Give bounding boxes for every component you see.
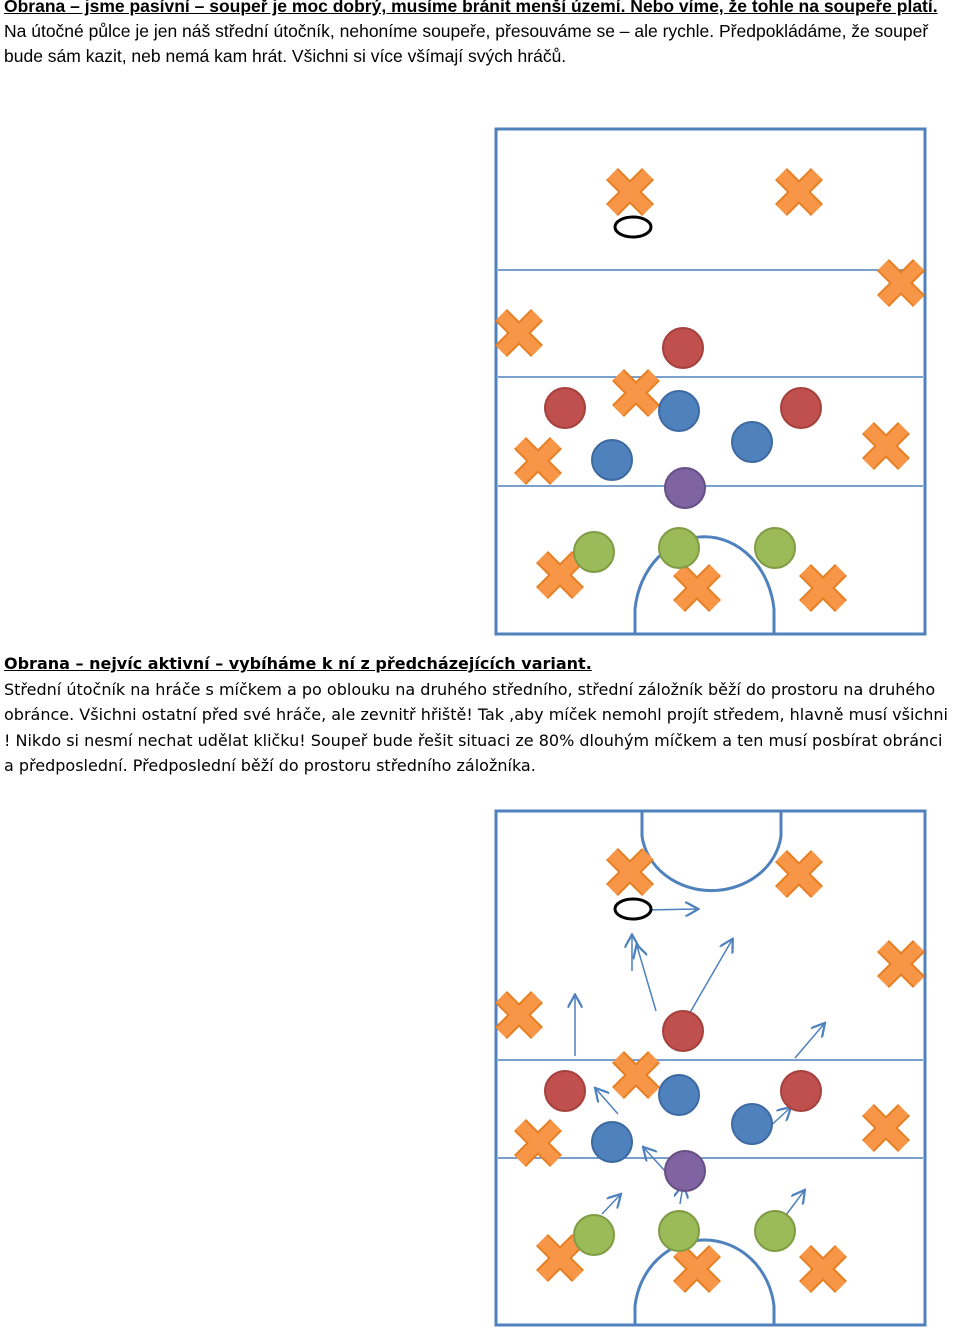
- defender-player-icon: [658, 1210, 700, 1252]
- midfielder-player-icon: [658, 390, 700, 432]
- movement-arrow-icon: [644, 1148, 666, 1172]
- body-passive: Na útočné půlce je jen náš střední útočn…: [4, 21, 929, 66]
- forward-player-icon: [780, 1070, 822, 1112]
- heading-active: Obrana – nejvíc aktivní – vybíháme k ní …: [4, 654, 592, 673]
- defender-player-icon: [573, 531, 615, 573]
- center-midfielder-icon: [664, 1150, 706, 1192]
- forward-player-icon: [544, 387, 586, 429]
- midfielder-player-icon: [591, 1121, 633, 1163]
- movement-arrow-icon: [644, 909, 697, 910]
- pitch-diagram-passive: [490, 124, 930, 640]
- pitch-diagram-active: [490, 806, 930, 1328]
- ball-icon: [613, 215, 653, 239]
- forward-player-icon: [544, 1070, 586, 1112]
- ball-icon: [613, 897, 653, 921]
- forward-player-icon: [780, 387, 822, 429]
- movement-arrow-icon: [794, 1024, 824, 1059]
- midfielder-player-icon: [731, 421, 773, 463]
- pitch-border: [494, 127, 927, 636]
- goal-area-arc: [633, 1238, 776, 1325]
- defender-player-icon: [658, 527, 700, 569]
- tactic-text-passive: Obrana – jsme pasívní – soupeř je moc do…: [4, 0, 956, 69]
- pitch-svg-passive: [490, 127, 930, 636]
- defender-player-icon: [573, 1214, 615, 1256]
- forward-player-icon: [662, 327, 704, 369]
- defender-player-icon: [754, 1210, 796, 1252]
- movement-arrow-icon: [596, 1089, 619, 1115]
- tactic-text-active: Obrana – nejvíc aktivní – vybíháme k ní …: [4, 651, 956, 779]
- midfielder-player-icon: [731, 1103, 773, 1145]
- body-active: Střední útočník na hráče s míčkem a po o…: [4, 679, 948, 776]
- pitch-svg-active: [490, 809, 930, 1327]
- center-midfielder-icon: [664, 467, 706, 509]
- forward-player-icon: [662, 1010, 704, 1052]
- goal-area-arc: [633, 535, 776, 634]
- midfielder-player-icon: [591, 439, 633, 481]
- movement-arrow-icon: [687, 940, 732, 1017]
- movement-arrow-icon: [601, 1195, 620, 1215]
- defender-player-icon: [754, 527, 796, 569]
- midfielder-player-icon: [658, 1074, 700, 1116]
- heading-passive: Obrana – jsme pasívní – soupeř je moc do…: [4, 0, 938, 16]
- movement-arrow-icon: [637, 946, 657, 1012]
